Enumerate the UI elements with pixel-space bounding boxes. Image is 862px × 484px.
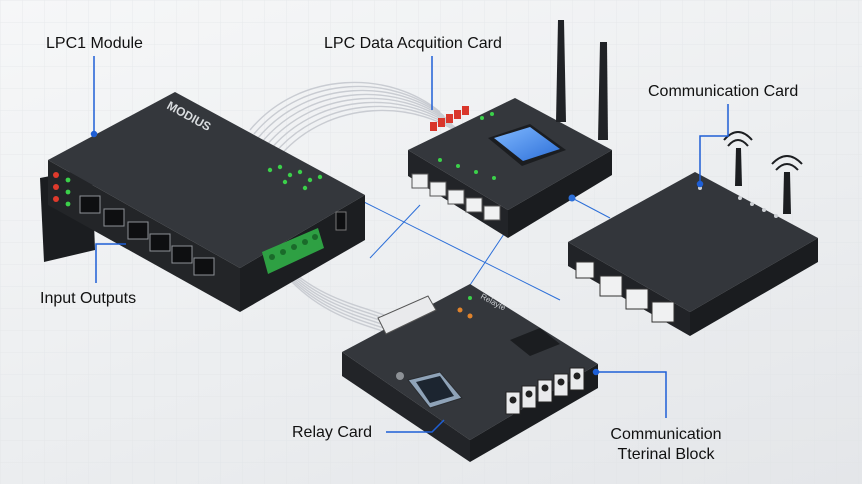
callout-input-outputs: Input Outputs [40, 290, 137, 307]
callout-communication-card: Communication Card [648, 83, 799, 100]
comm-card-leds [698, 186, 778, 218]
power-jack-icon [335, 211, 347, 231]
acq-card-leds [438, 112, 496, 180]
callout-lines [90, 56, 729, 433]
relay-chip [510, 328, 560, 356]
db9-port-icon [407, 371, 463, 409]
screw-terminal-icon [505, 367, 585, 415]
terminal-block-line2: Tterinal Block [617, 446, 715, 463]
ethernet-port-icon [411, 173, 501, 221]
lpc1-status-leds [267, 164, 323, 191]
red-connector [430, 106, 469, 131]
lpc1-side-leds [53, 172, 71, 207]
antenna-icon [556, 20, 608, 140]
callout-data-acquisition-card: LPC Data Acquition Card [324, 35, 502, 52]
ethernet-port-icon [79, 195, 215, 276]
antenna-icon [735, 148, 791, 214]
data-acquisition-card [408, 20, 612, 238]
white-connector [377, 295, 437, 335]
terminal-block-line1: Communication [610, 426, 722, 443]
relay-leds [457, 296, 473, 319]
status-dot [568, 194, 576, 202]
communication-card [568, 131, 818, 336]
screw-terminal-icon [262, 228, 324, 274]
ethernet-port-icon [575, 261, 675, 323]
relay-power-jack [396, 372, 404, 380]
callout-lpc1-module: LPC1 Module [46, 35, 143, 52]
lpc1-module: MODIUS [40, 92, 365, 312]
callout-terminal-block: Communication Tterinal Block [598, 425, 734, 465]
callout-relay-card: Relay Card [292, 424, 373, 441]
wifi-signal-icon [723, 131, 803, 171]
lcd-screen [494, 127, 560, 161]
relay-card: Relayte [342, 284, 598, 462]
